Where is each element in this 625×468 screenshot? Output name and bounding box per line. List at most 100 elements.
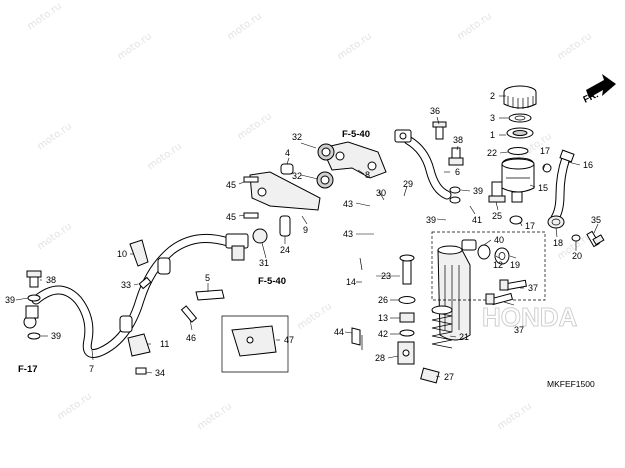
callout: 45	[226, 212, 236, 222]
watermark: moto.ru	[115, 31, 154, 63]
callout-labels: 2 3 1 22 17 16 15 36 38 6 39 41 25 17 18…	[5, 91, 601, 382]
watermark-layer: moto.ru moto.ru moto.ru moto.ru moto.ru …	[25, 1, 594, 433]
joint-41-25	[488, 181, 523, 225]
callout: 39	[473, 186, 483, 196]
callout: 39	[51, 331, 61, 341]
callout: 39	[426, 215, 436, 225]
watermark: moto.ru	[145, 141, 184, 173]
bracket-14	[359, 257, 363, 350]
callout: 36	[430, 106, 440, 116]
callout: 9	[303, 225, 308, 235]
callout: 17	[525, 221, 535, 231]
callout: 7	[89, 364, 94, 374]
clamp-10	[129, 239, 149, 267]
bolt-35	[586, 230, 605, 248]
ref-f17: F-17	[18, 364, 38, 375]
callout: 6	[455, 167, 460, 177]
callout: 41	[472, 215, 482, 225]
watermark: moto.ru	[55, 391, 94, 423]
rod-26-13-42	[398, 296, 416, 337]
callout: 26	[378, 295, 388, 305]
washer-20	[571, 234, 581, 242]
callout: 3	[490, 113, 495, 123]
callout: 33	[121, 280, 131, 290]
ref-f540-mid: F-5-40	[258, 276, 286, 287]
bushing-24-31	[252, 215, 291, 244]
bolt-38-left	[26, 270, 42, 288]
watermark: moto.ru	[195, 401, 234, 433]
callout: 20	[572, 251, 582, 261]
callout: 21	[459, 332, 469, 342]
diagram-code: MKFEF1500	[547, 379, 595, 389]
watermark: moto.ru	[235, 111, 274, 143]
grommet-collars	[119, 257, 171, 333]
hose-7	[31, 233, 233, 358]
callout: 38	[453, 135, 463, 145]
bolt-36	[432, 121, 447, 140]
bolt-37-upper	[499, 279, 527, 291]
master-cylinder	[437, 239, 477, 341]
clevis-28	[397, 341, 415, 365]
callout: 32	[292, 171, 302, 181]
callout: 37	[528, 283, 538, 293]
callout: 17	[540, 146, 550, 156]
hose-16	[550, 149, 575, 223]
callout: 11	[160, 339, 169, 349]
plate-3	[508, 113, 532, 123]
hose-6	[394, 129, 452, 200]
callout: 43	[343, 229, 353, 239]
watermark: moto.ru	[295, 301, 334, 333]
callout: 12	[493, 260, 503, 270]
ring-22	[507, 147, 529, 155]
clip-18	[547, 215, 565, 229]
bolt-45	[243, 176, 259, 219]
bracket-9	[249, 171, 321, 211]
callout: 38	[46, 275, 56, 285]
callout: 25	[492, 211, 502, 221]
callout: 34	[155, 368, 165, 378]
watermark: moto.ru	[495, 401, 534, 433]
clip-17-top	[542, 163, 552, 173]
callout: 2	[490, 91, 495, 101]
watermark: moto.ru	[555, 31, 594, 63]
callout: 27	[444, 372, 454, 382]
callout: 28	[375, 353, 385, 363]
callout: 42	[378, 329, 388, 339]
brand-text: HONDA	[482, 302, 578, 332]
washer-39-upper	[449, 186, 461, 204]
banjo-left	[23, 305, 39, 329]
stay-5	[195, 289, 225, 301]
bolt-33-34	[135, 276, 152, 375]
seal-12-19	[477, 244, 510, 265]
callout: 18	[553, 238, 563, 248]
leader-lines	[15, 95, 599, 378]
watermark: moto.ru	[25, 1, 64, 33]
watermark: moto.ru	[335, 31, 374, 63]
callout: 29	[403, 179, 413, 189]
callout: 15	[538, 183, 548, 193]
watermark: moto.ru	[455, 11, 494, 43]
bolt-37-lower	[485, 292, 514, 306]
callout: 46	[186, 333, 196, 343]
bolt-46	[180, 305, 198, 323]
callout: 30	[376, 188, 386, 198]
collar-32	[316, 143, 335, 189]
dashed-box-40	[431, 231, 546, 301]
callout: 37	[514, 325, 524, 335]
ref-f540-top: F-5-40	[342, 129, 370, 140]
front-arrow: FR.	[582, 74, 616, 106]
callout: 23	[381, 271, 391, 281]
hose-fitting-right	[225, 233, 249, 261]
callout: 45	[226, 180, 236, 190]
callout: 16	[583, 160, 593, 170]
watermark: moto.ru	[225, 11, 264, 43]
nut-27	[420, 367, 440, 384]
pushrod-23	[399, 254, 415, 285]
callout: 13	[378, 313, 388, 323]
callout: 31	[259, 258, 269, 268]
brand-watermark: HONDA	[482, 302, 579, 333]
callout: 8	[365, 170, 370, 180]
inset-47	[221, 315, 289, 373]
callout: 39	[5, 295, 15, 305]
